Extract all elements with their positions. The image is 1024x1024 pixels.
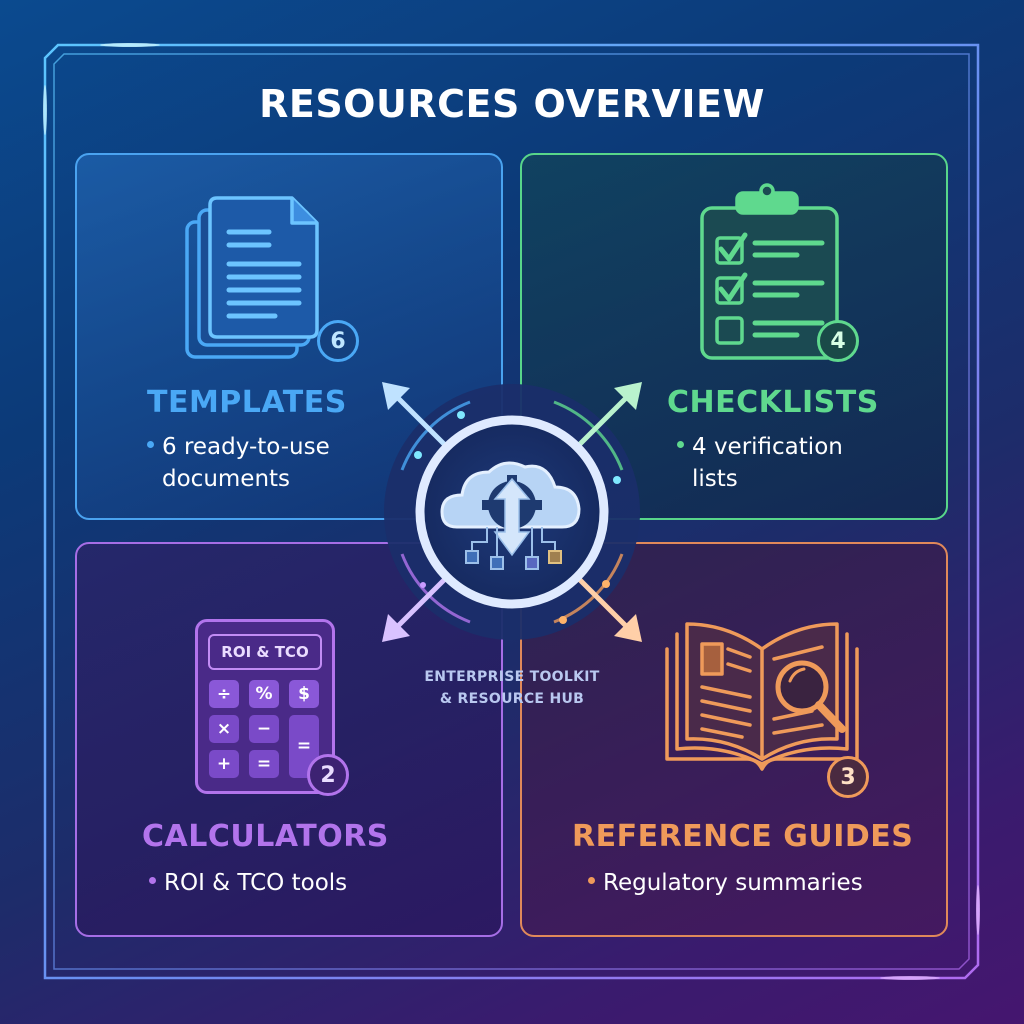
cloud-gear-sync-icon [440, 461, 581, 570]
card-description: 4 verification lists [677, 431, 843, 495]
calculator-screen: ROI & TCO [208, 634, 322, 670]
card-title: CALCULATORS [142, 819, 389, 854]
count-badge: 2 [307, 754, 349, 796]
key-equals: = [249, 750, 279, 778]
count-badge: 3 [827, 756, 869, 798]
card-title: TEMPLATES [147, 385, 347, 420]
key-equals-tall: = [289, 715, 319, 778]
card-title: CHECKLISTS [667, 385, 879, 420]
bullet-icon [147, 441, 154, 448]
bullet-icon [149, 877, 156, 884]
card-description: 6 ready-to-use documents [147, 431, 330, 495]
key-divide: ÷ [209, 680, 239, 708]
clipboard-checklist-icon [700, 183, 839, 360]
card-title: REFERENCE GUIDES [572, 819, 914, 854]
key-dollar: $ [289, 680, 319, 708]
card-description: ROI & TCO tools [149, 867, 347, 899]
card-reference-guides[interactable]: 3 REFERENCE GUIDES Regulatory summaries [520, 542, 948, 937]
calculator-icon: ROI & TCO ÷ % $ × − = + = [195, 619, 335, 794]
key-plus: + [209, 750, 239, 778]
key-minus: − [249, 715, 279, 743]
page-title: RESOURCES OVERVIEW [259, 82, 765, 126]
book-magnifier-icon [665, 622, 859, 771]
card-templates[interactable]: 6 TEMPLATES 6 ready-to-use documents [75, 153, 503, 520]
count-badge: 4 [817, 320, 859, 362]
key-multiply: × [209, 715, 239, 743]
bullet-icon [677, 441, 684, 448]
hub-label: ENTERPRISE TOOLKIT & RESOURCE HUB [424, 669, 600, 707]
card-description: Regulatory summaries [588, 867, 863, 899]
key-percent: % [249, 680, 279, 708]
document-stack-icon [185, 196, 319, 359]
bullet-icon [588, 877, 595, 884]
count-badge: 6 [317, 320, 359, 362]
